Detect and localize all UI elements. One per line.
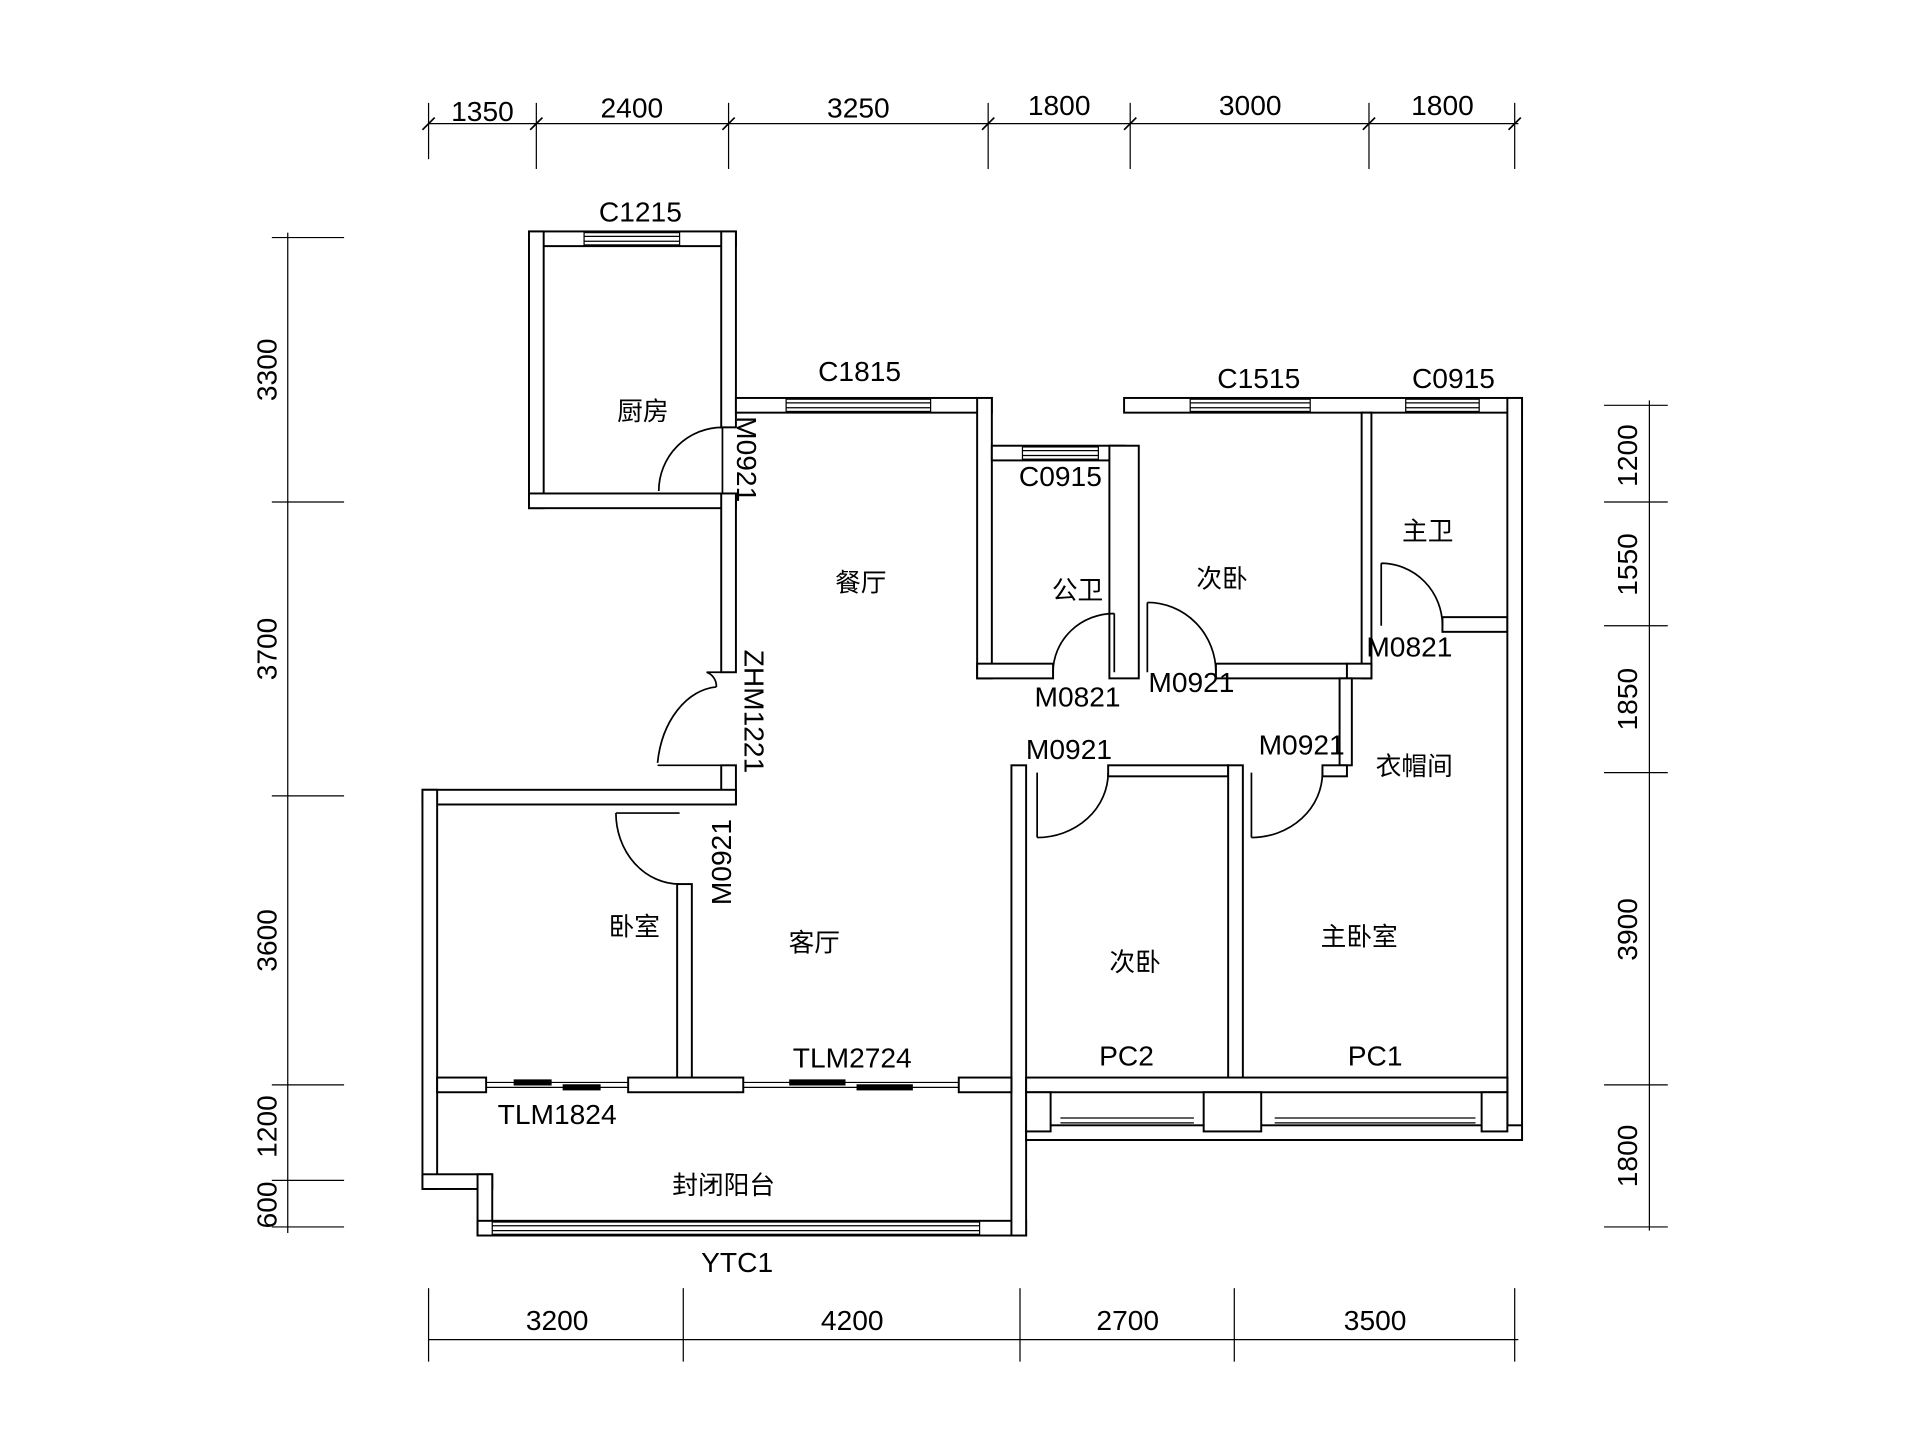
slider-tlm2724: [743, 1079, 959, 1091]
dim-right-2: 1550: [1612, 533, 1643, 596]
room-labels: 厨房 餐厅 公卫 次卧 主卫 衣帽间 卧室 客厅 次卧 主卧室 封闭阳台: [609, 397, 1454, 1201]
slider-tlm1824: [486, 1079, 629, 1091]
label-ytc1: YTC1: [701, 1247, 773, 1278]
room-public-bath: 公卫: [1052, 576, 1103, 606]
dim-bottom-3: 2700: [1096, 1305, 1159, 1336]
label-c0915-bath: C0915: [1019, 461, 1102, 492]
label-c1215: C1215: [599, 197, 682, 228]
dim-top-2: 2400: [601, 93, 664, 124]
label-north-bedroom-door: M0921: [1148, 667, 1234, 698]
label-kitchen-door: M0921: [731, 416, 762, 502]
door-master-bath: [1380, 562, 1444, 626]
label-pc2: PC2: [1099, 1040, 1154, 1071]
label-c1815: C1815: [818, 356, 901, 387]
label-entry-door: ZHM1221: [738, 650, 769, 774]
room-master-bath: 主卫: [1402, 517, 1453, 547]
room-balcony: 封闭阳台: [672, 1171, 775, 1201]
dim-left-1: 3300: [252, 338, 283, 401]
room-dining: 餐厅: [835, 568, 886, 598]
dim-left-5: 600: [252, 1181, 283, 1228]
room-living: 客厅: [789, 928, 840, 958]
dim-top-6: 1800: [1411, 90, 1474, 121]
label-pc1: PC1: [1348, 1040, 1403, 1071]
label-tlm1824: TLM1824: [498, 1099, 617, 1130]
label-master-bath-door: M0821: [1366, 631, 1452, 662]
label-bedroom-door: M0921: [706, 819, 737, 905]
dim-top-5: 3000: [1219, 90, 1282, 121]
window-ytc1: [491, 1221, 981, 1235]
top-dimension-line: 1350 2400 3250 1800 3000 1800: [421, 90, 1522, 169]
door-public-bath: [1052, 612, 1116, 673]
dim-bottom-2: 4200: [821, 1305, 884, 1336]
dim-right-5: 1800: [1612, 1125, 1643, 1188]
room-second-bedroom-north: 次卧: [1196, 565, 1247, 595]
right-dimension-line: 1200 1550 1850 3900 1800: [1604, 400, 1668, 1231]
room-kitchen: 厨房: [617, 397, 668, 427]
doors: [615, 426, 1444, 885]
label-c0915-master-bath: C0915: [1412, 363, 1495, 394]
dim-right-1: 1200: [1612, 424, 1643, 487]
bay-window-pc2: [1060, 1117, 1194, 1124]
dim-bottom-1: 3200: [526, 1305, 589, 1336]
bottom-dimension-line: 3200 4200 2700 3500: [427, 1288, 1519, 1362]
opening-labels: C1215 C1815 C0915 C1515 C0915 M0921 ZHM1…: [498, 197, 1495, 1279]
door-kitchen: [657, 426, 724, 494]
dim-top-1: 1350: [451, 96, 514, 127]
door-bedroom: [615, 812, 680, 885]
label-south-bedroom-door: M0921: [1026, 734, 1112, 765]
label-tlm2724: TLM2724: [793, 1043, 912, 1074]
dim-right-4: 3900: [1612, 898, 1643, 961]
window-c1515: [1189, 398, 1311, 413]
dim-top-4: 1800: [1028, 90, 1091, 121]
dim-bottom-4: 3500: [1344, 1305, 1407, 1336]
windows: [486, 232, 1480, 1235]
window-c0915-bath: [1021, 446, 1099, 460]
label-public-bath-door: M0821: [1035, 682, 1121, 713]
door-north-bedroom: [1146, 601, 1217, 673]
room-bedroom: 卧室: [609, 913, 660, 943]
window-c0915-master-bath: [1405, 398, 1480, 413]
door-master-bedroom: [1250, 772, 1324, 839]
dim-left-3: 3600: [252, 909, 283, 972]
left-dimension-line: 3300 3700 3600 1200 600: [252, 232, 345, 1234]
label-master-bedroom-door: M0921: [1259, 729, 1345, 760]
room-closet: 衣帽间: [1376, 752, 1453, 782]
label-c1515: C1515: [1217, 363, 1300, 394]
bay-window-pc1: [1274, 1117, 1476, 1124]
room-master-bedroom: 主卧室: [1321, 922, 1398, 952]
dim-left-4: 1200: [252, 1095, 283, 1158]
window-c1815: [785, 398, 932, 413]
door-south-bedroom: [1036, 772, 1110, 839]
window-c1215: [583, 232, 681, 246]
door-entry: [656, 671, 722, 767]
room-second-bedroom-south: 次卧: [1109, 948, 1160, 978]
dim-right-3: 1850: [1612, 668, 1643, 731]
dim-top-3: 3250: [827, 93, 890, 124]
dim-left-2: 3700: [252, 618, 283, 681]
